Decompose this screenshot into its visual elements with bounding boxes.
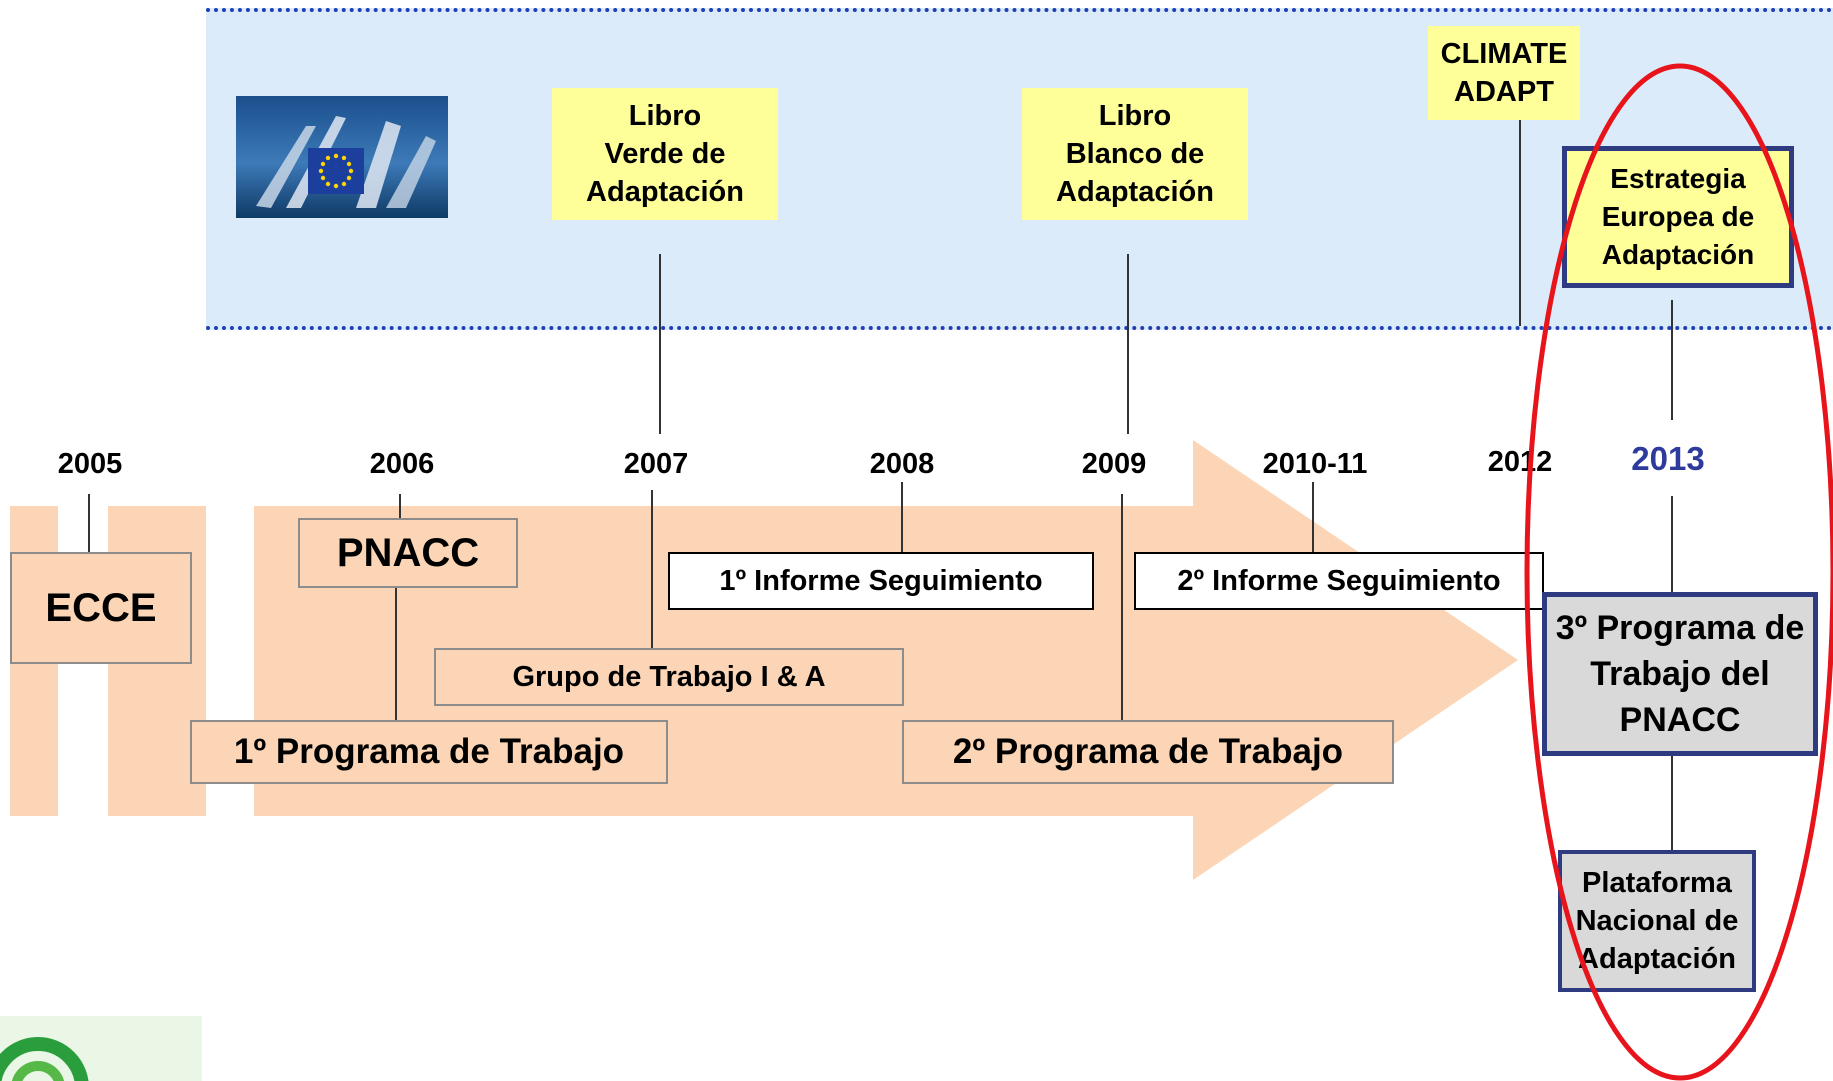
libro-blanco-label: Libro Blanco de Adaptación — [1056, 100, 1214, 208]
programa-2-label: 2º Programa de Trabajo — [952, 732, 1344, 771]
ecce-box: ECCE — [10, 552, 192, 664]
informe-1-label: 1º Informe Seguimiento — [719, 564, 1043, 597]
logo — [0, 1016, 202, 1081]
pnacc-box: PNACC — [298, 518, 518, 588]
building-drawing — [256, 116, 436, 208]
year-2008: 2008 — [869, 448, 935, 480]
climate-adapt-label: CLIMATE ADAPT — [1440, 38, 1568, 108]
programa-2-box: 2º Programa de Trabajo — [902, 720, 1394, 784]
logo-icon — [0, 1037, 89, 1081]
informe-2-label: 2º Informe Seguimiento — [1177, 564, 1501, 597]
libro-verde-label: Libro Verde de Adaptación — [586, 100, 744, 208]
year-2012: 2012 — [1487, 446, 1553, 478]
climate-adapt-box: CLIMATE ADAPT — [1428, 26, 1580, 120]
plataforma-label: Plataforma Nacional de Adaptación — [1575, 867, 1739, 975]
pnacc-label: PNACC — [336, 530, 480, 575]
programa-1-box: 1º Programa de Trabajo — [190, 720, 668, 784]
year-2013: 2013 — [1631, 440, 1705, 477]
year-2009: 2009 — [1081, 448, 1147, 480]
informe-2-box: 2º Informe Seguimiento — [1134, 552, 1544, 610]
estrategia-label: Estrategia Europea de Adaptación — [1601, 163, 1755, 270]
european-commission-building-image — [236, 96, 448, 218]
libro-verde-box: Libro Verde de Adaptación — [552, 88, 778, 220]
year-2010-11: 2010-11 — [1262, 448, 1368, 480]
ecce-label: ECCE — [45, 585, 157, 630]
year-2007: 2007 — [623, 448, 689, 480]
libro-blanco-box: Libro Blanco de Adaptación — [1022, 88, 1248, 220]
informe-1-box: 1º Informe Seguimiento — [668, 552, 1094, 610]
year-2006: 2006 — [369, 448, 435, 480]
programa-3-box: 3º Programa de Trabajo del PNACC — [1542, 592, 1818, 756]
programa-1-label: 1º Programa de Trabajo — [233, 732, 625, 771]
year-2005: 2005 — [57, 448, 123, 480]
grupo-trabajo-box: Grupo de Trabajo I & A — [434, 648, 904, 706]
programa-3-label: 3º Programa de Trabajo del PNACC — [1555, 609, 1805, 739]
grupo-trabajo-label: Grupo de Trabajo I & A — [512, 660, 826, 693]
estrategia-box: Estrategia Europea de Adaptación — [1562, 146, 1794, 288]
plataforma-box: Plataforma Nacional de Adaptación — [1558, 850, 1756, 992]
